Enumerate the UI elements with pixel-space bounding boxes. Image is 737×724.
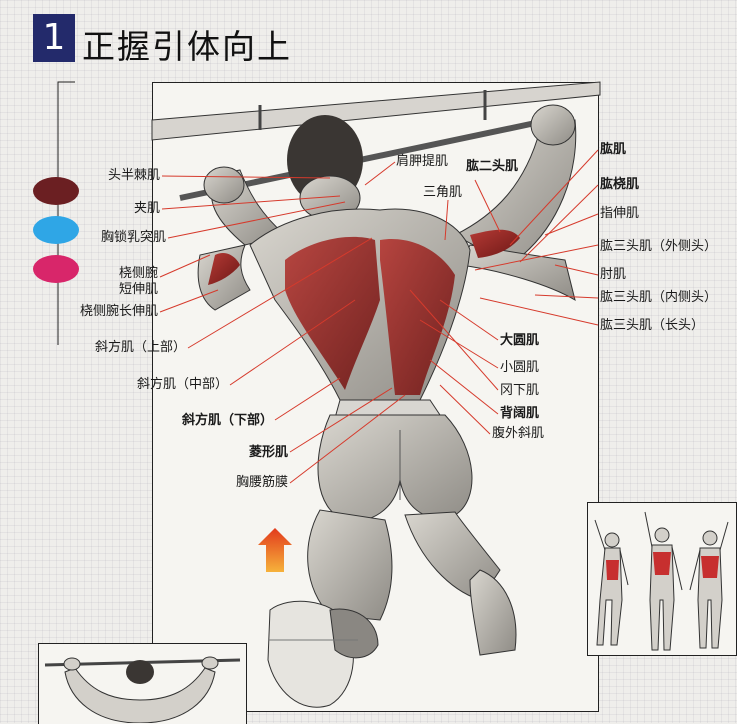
label-brachialis: 肱肌 [600, 142, 627, 157]
page-title: 正握引体向上 [82, 27, 292, 66]
direction-arrow [258, 528, 292, 572]
label-external-oblique: 腹外斜肌 [492, 426, 545, 441]
label-latissimus-dorsi: 背阔肌 [500, 406, 540, 421]
label-teres-minor: 小圆肌 [500, 360, 540, 375]
label-biceps: 肱二头肌 [466, 159, 519, 174]
label-infraspinatus: 冈下肌 [500, 383, 540, 398]
legend-color-stabilizer [33, 255, 79, 283]
label-rhomboid: 菱形肌 [248, 445, 288, 460]
label-sternocleidomastoid: 胸锁乳突肌 [100, 230, 166, 245]
label-trapezius-lower: 斜方肌（下部） [181, 413, 273, 428]
label-deltoid: 三角肌 [423, 185, 463, 200]
label-ecrb-line1: 桡侧腕 [118, 266, 158, 281]
label-thoracolumbar-fascia: 胸腰筋膜 [235, 475, 288, 490]
label-levator-scapulae: 肩胛提肌 [396, 154, 449, 169]
label-triceps-medial: 肱三头肌（内侧头） [600, 290, 718, 305]
label-triceps-long: 肱三头肌（长头） [600, 318, 705, 333]
label-anconeus: 肘肌 [600, 267, 627, 282]
label-ecrl: 桡侧腕长伸肌 [79, 304, 158, 319]
legend-color-secondary [33, 216, 79, 244]
label-brachioradialis: 肱桡肌 [600, 177, 640, 192]
label-triceps-lateral: 肱三头肌（外侧头） [600, 239, 718, 254]
section-number: 1 [33, 14, 75, 62]
label-finger-extensor: 指伸肌 [600, 206, 640, 221]
label-semispinalis: 头半棘肌 [107, 168, 160, 183]
label-ecrb-line2: 短伸肌 [118, 282, 158, 297]
label-teres-major: 大圆肌 [500, 333, 540, 348]
label-trapezius-upper: 斜方肌（上部） [94, 340, 186, 355]
legend-color-primary [33, 177, 79, 205]
label-splenius: 夹肌 [133, 201, 160, 216]
label-trapezius-middle: 斜方肌（中部） [136, 377, 228, 392]
